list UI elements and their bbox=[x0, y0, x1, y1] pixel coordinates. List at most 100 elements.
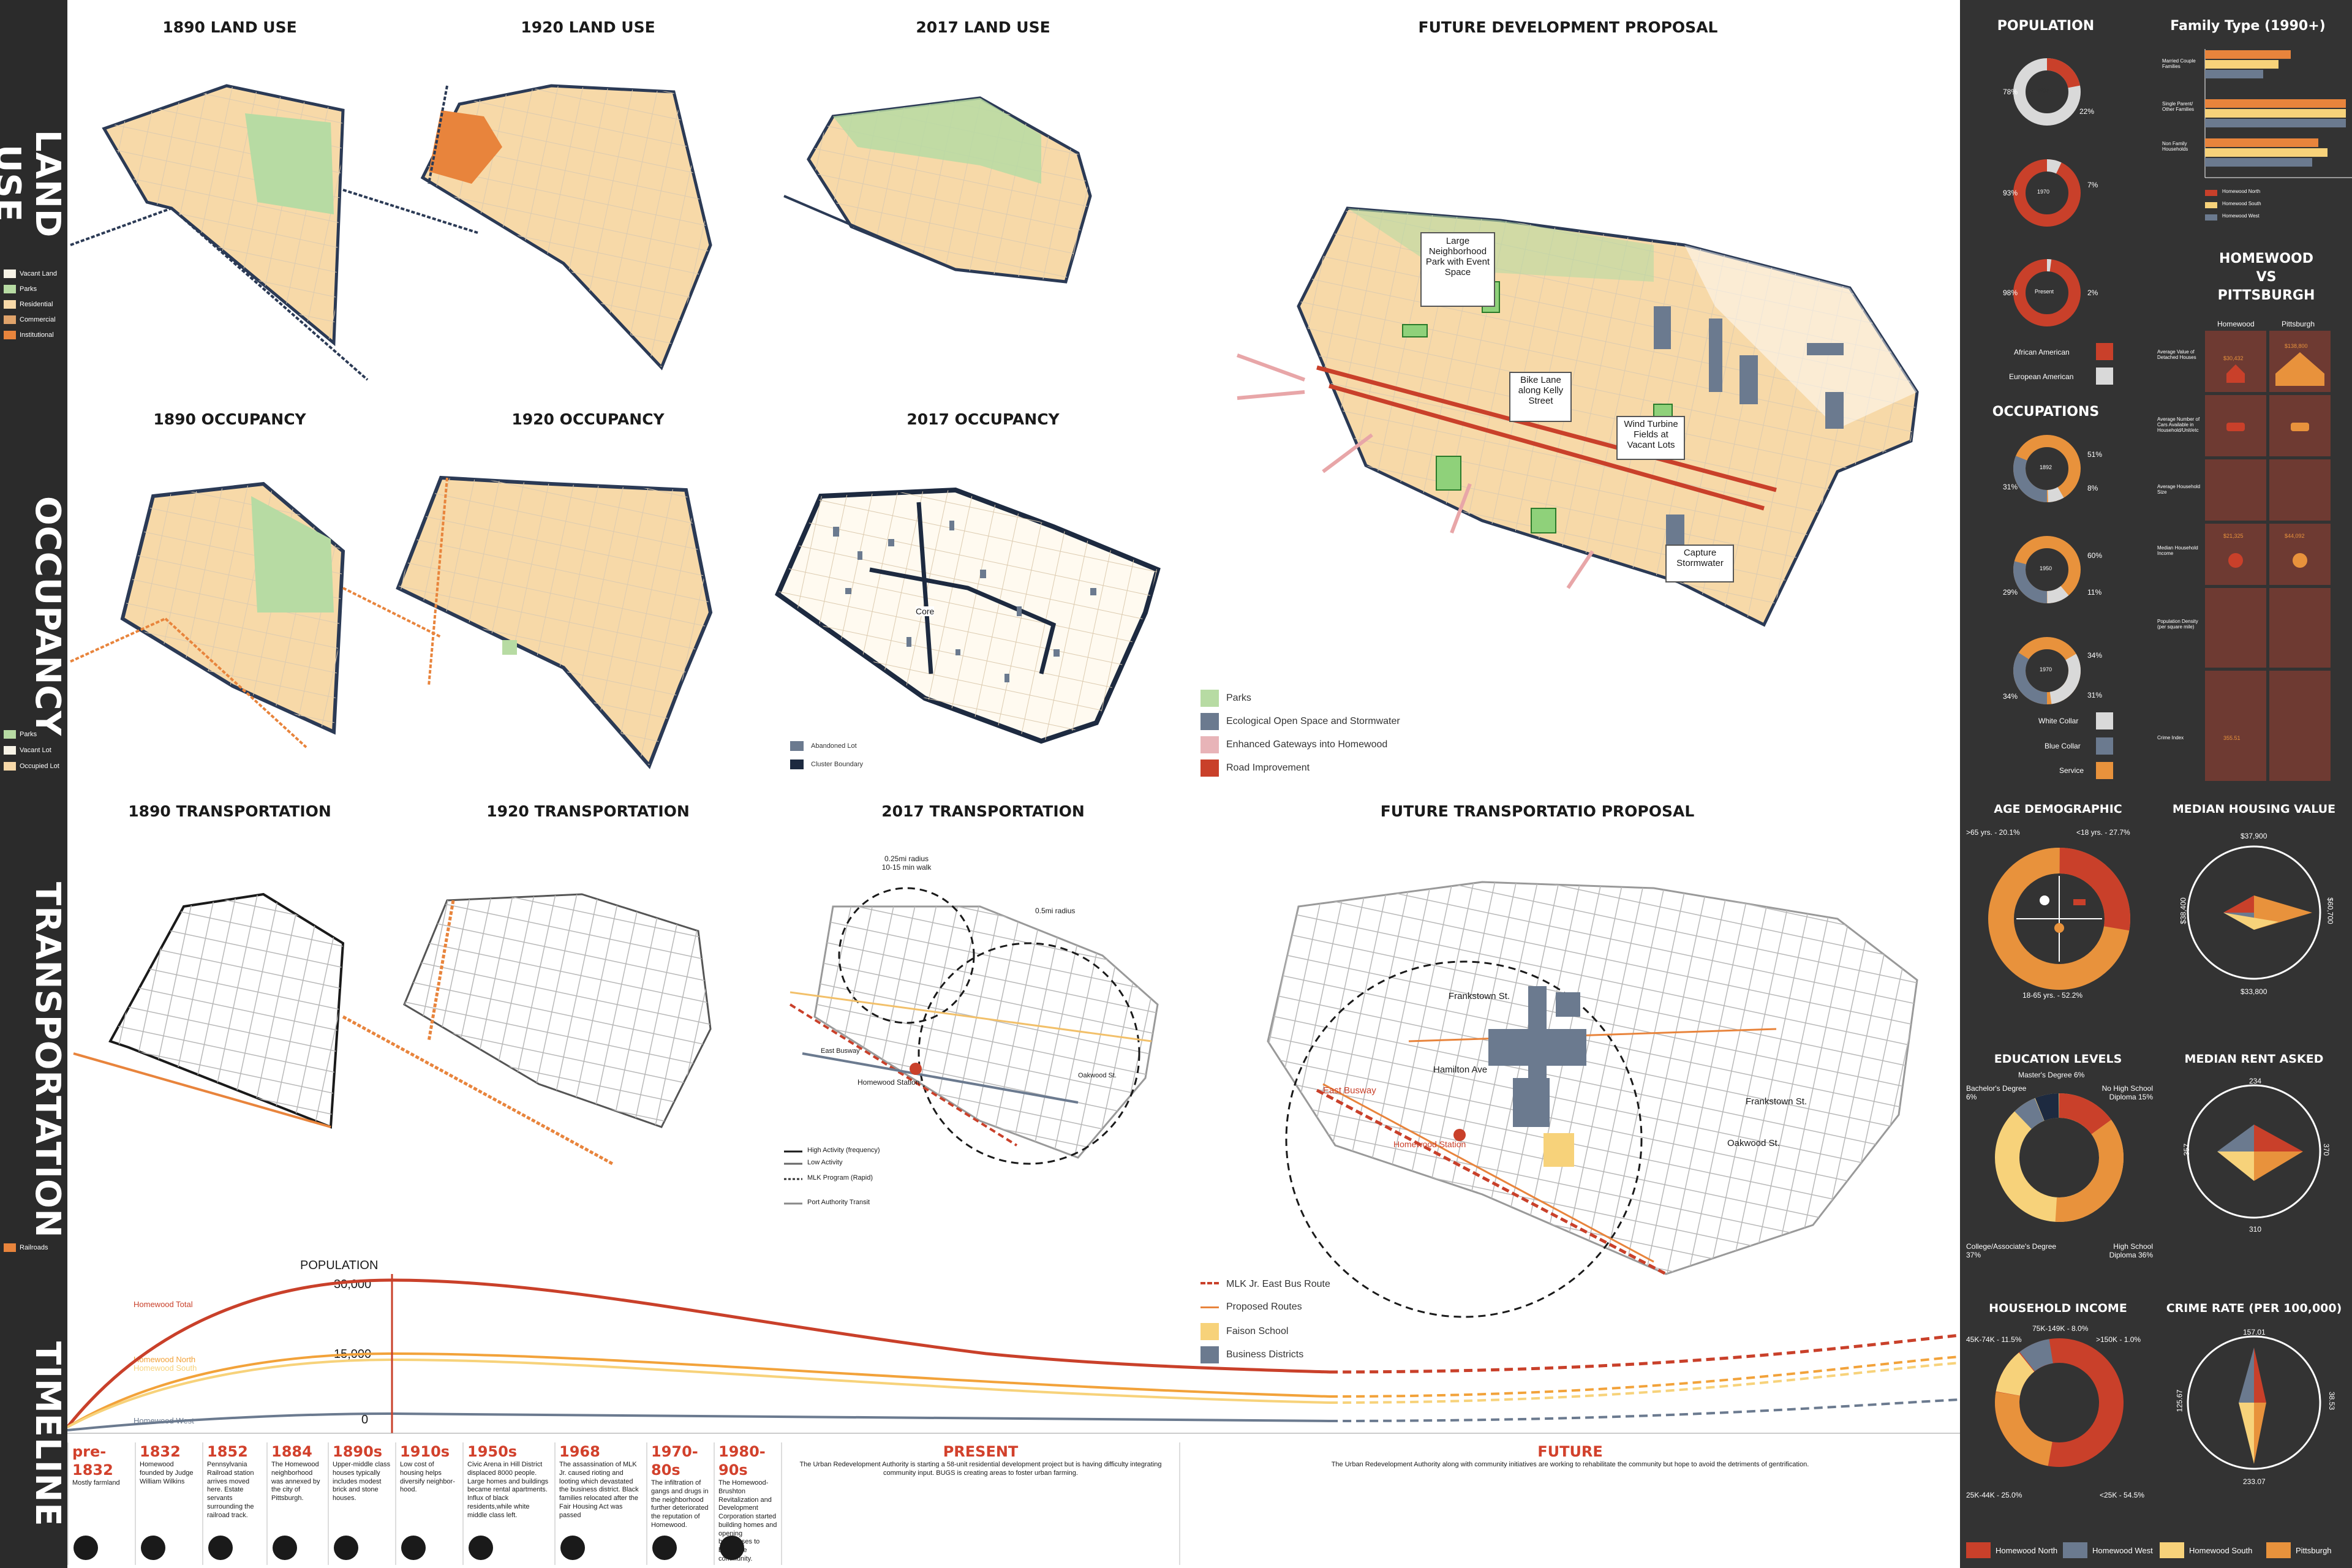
edu-masters: Master's Degree 6% bbox=[2018, 1071, 2085, 1079]
education-donut bbox=[1995, 1093, 2124, 1222]
legend-european-american: European American bbox=[2009, 372, 2074, 381]
building-icon bbox=[469, 1536, 493, 1560]
age-donut bbox=[1988, 848, 2130, 990]
vs-hw-value-5: 355.51 bbox=[2223, 735, 2241, 741]
income-donut bbox=[1995, 1338, 2124, 1467]
legend-blue-collar: Blue Collar bbox=[2045, 742, 2081, 750]
swatch-parks bbox=[4, 285, 16, 293]
timeline-year: 1890s bbox=[333, 1443, 383, 1460]
timeline-year: 1968 bbox=[559, 1443, 600, 1460]
occ-1970-center: 1970 bbox=[2040, 666, 2052, 673]
legend-label: Parks bbox=[20, 731, 37, 738]
income-45-74: 45K-74K - 11.5% bbox=[1966, 1335, 2022, 1344]
legend-service: Service bbox=[2059, 766, 2084, 775]
legend-cluster-boundary: Cluster Boundary bbox=[790, 760, 863, 769]
occ-1892-center: 1892 bbox=[2040, 464, 2052, 470]
legend-african-american: African American bbox=[2014, 348, 2070, 356]
line-homewood-total bbox=[67, 1278, 1330, 1428]
family-legend-north: Homewood North bbox=[2222, 189, 2261, 194]
title-1920-occupancy: 1920 OCCUPANCY bbox=[511, 410, 665, 428]
legend-ft-mlk: MLK Jr. East Bus Route bbox=[1200, 1279, 1330, 1290]
timeline-text: The Homewood neighborhood was annexed by… bbox=[271, 1461, 320, 1502]
population-ring-present bbox=[2013, 259, 2081, 326]
edu-bachelors: Bachelor's Degree 6% bbox=[1966, 1084, 2027, 1101]
line-homewood-south-future bbox=[1329, 1362, 1960, 1404]
ft-east-busway: East Busway bbox=[1323, 1085, 1376, 1096]
timeline-year: 1852 bbox=[207, 1443, 248, 1460]
population-chart bbox=[67, 1274, 1960, 1434]
map-1920-occupancy bbox=[342, 475, 713, 769]
callout-bike-lane bbox=[1509, 372, 1572, 422]
radius-quarter-label: 0.25mi radius 10-15 min walk bbox=[881, 854, 932, 872]
population-title: POPULATION bbox=[1997, 18, 2095, 34]
timeline-text: The assassination of MLK Jr. caused riot… bbox=[559, 1461, 639, 1519]
edu-hs: High School Diploma 36% bbox=[2109, 1242, 2153, 1259]
crime-icon bbox=[652, 1536, 677, 1560]
ring-present-center: Present bbox=[2035, 288, 2054, 295]
family-type-title: Family Type (1990+) bbox=[2170, 18, 2326, 34]
map-future-transportation bbox=[1267, 881, 1918, 1318]
map-2017-land-use bbox=[783, 96, 1092, 284]
rent-diamond bbox=[2187, 1084, 2321, 1219]
revitalize-icon bbox=[720, 1536, 744, 1560]
legend-railroads: Railroads bbox=[4, 1243, 48, 1252]
transport2017-legend-1: High Activity (frequency) bbox=[807, 1147, 880, 1154]
title-future-development: FUTURE DEVELOPMENT PROPOSAL bbox=[1418, 18, 1718, 36]
swatch-parks bbox=[4, 730, 16, 739]
timeline-text: The infiltration of gangs and drugs in t… bbox=[651, 1479, 709, 1529]
swatch-vacant bbox=[4, 270, 16, 278]
housing-bottom: $33,800 bbox=[2241, 987, 2267, 996]
legend-label: Railroads bbox=[20, 1244, 48, 1251]
right-panel-graphics bbox=[1988, 49, 2352, 1470]
occ-1970-r1: 34% bbox=[2087, 651, 2103, 660]
edu-no-hs: No High School Diploma 15% bbox=[2101, 1084, 2153, 1101]
crime-right: 38.53 bbox=[2328, 1391, 2337, 1411]
timeline-text: Civic Arena in Hill District displaced 8… bbox=[467, 1461, 549, 1519]
swatch bbox=[1200, 736, 1219, 753]
legend-label: Vacant Lot bbox=[20, 747, 51, 754]
swatch bbox=[2160, 1542, 2184, 1558]
line-homewood-west-future bbox=[1329, 1398, 1960, 1422]
timeline-text: Low cost of housing helps diversify neig… bbox=[400, 1461, 455, 1494]
occ-1950-center: 1950 bbox=[2040, 565, 2052, 571]
ring-1970-left: 93% bbox=[2003, 189, 2018, 197]
swatch-occupied bbox=[4, 762, 16, 771]
swatch bbox=[2266, 1542, 2291, 1558]
crime-left: 125.67 bbox=[2175, 1389, 2184, 1412]
legend-label: Road Improvement bbox=[1226, 763, 1310, 773]
occ-1950-r1: 60% bbox=[2087, 551, 2103, 560]
city-icon bbox=[273, 1536, 297, 1560]
swatch bbox=[1200, 713, 1219, 730]
transport2017-legend-2: Low Activity bbox=[807, 1159, 843, 1166]
timeline-year: 1910s bbox=[400, 1443, 450, 1460]
vs-title-2: VS bbox=[2256, 270, 2277, 285]
income-75-149: 75K-149K - 8.0% bbox=[2032, 1324, 2089, 1333]
map-2017-occupancy bbox=[775, 487, 1161, 744]
timeline-year: PRESENT bbox=[943, 1443, 1019, 1460]
occupations-title: OCCUPATIONS bbox=[1992, 404, 2100, 420]
legend-parks: Parks bbox=[4, 285, 37, 293]
legend-label: Cluster Boundary bbox=[811, 761, 863, 768]
timeline-year: pre-1832 bbox=[72, 1443, 113, 1479]
swatch bbox=[790, 741, 804, 751]
vs-grid bbox=[2205, 331, 2331, 781]
legend-label: Proposed Routes bbox=[1226, 1302, 1302, 1312]
family-legend-west: Homewood West bbox=[2222, 213, 2260, 219]
swatch bbox=[2063, 1542, 2087, 1558]
crime-diamond bbox=[2187, 1335, 2321, 1470]
legend-residential: Residential bbox=[4, 300, 53, 309]
vs-row-2: Average Household Size bbox=[2157, 484, 2201, 495]
transport2017-legend bbox=[784, 1150, 802, 1205]
housing-left: $38,400 bbox=[2179, 897, 2188, 924]
map-1890-occupancy bbox=[70, 481, 345, 748]
legend-future-road: Road Improvement bbox=[1200, 760, 1310, 777]
ft-hamilton: Hamilton Ave bbox=[1433, 1065, 1488, 1075]
crime-bottom: 233.07 bbox=[2243, 1477, 2266, 1486]
legend-label: Homewood North bbox=[1996, 1545, 2058, 1555]
occ-1970-r2: 31% bbox=[2087, 691, 2103, 699]
legend-homewood-south: Homewood South bbox=[2160, 1542, 2252, 1558]
rent-bottom: 310 bbox=[2249, 1225, 2262, 1234]
timeline-text: Pennsylvania Railroad station arrives mo… bbox=[207, 1461, 254, 1519]
